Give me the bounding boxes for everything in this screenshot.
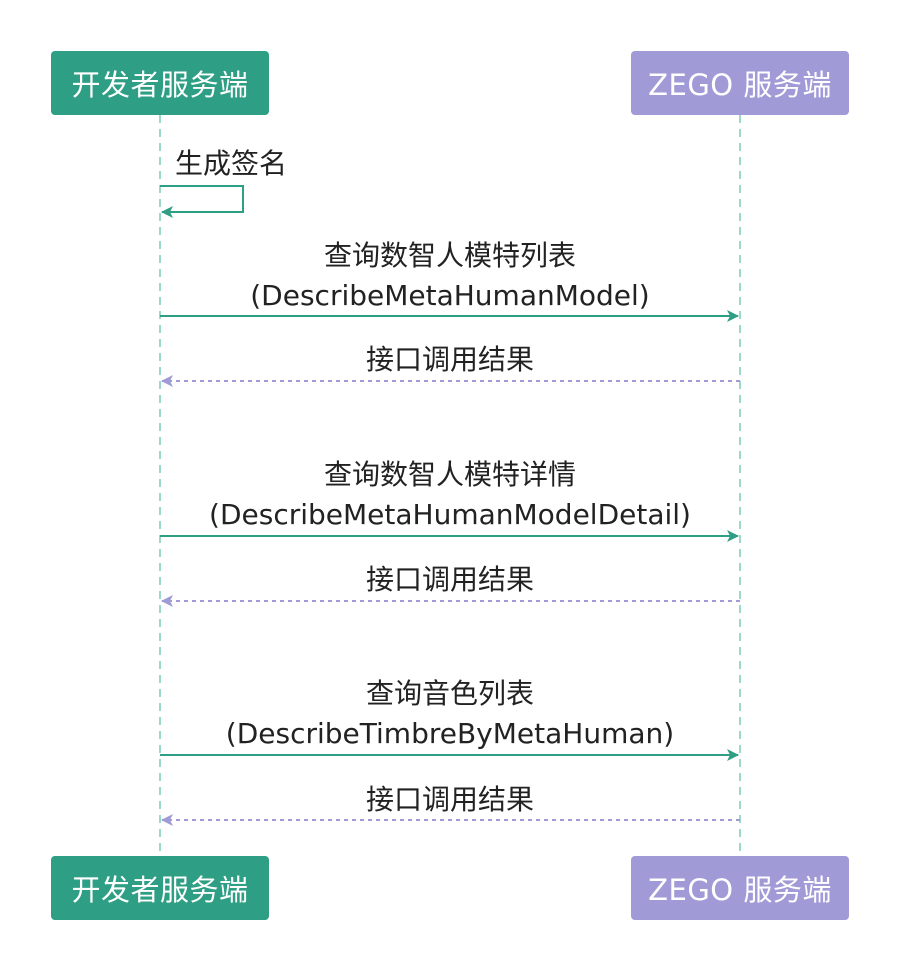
actor-zego-label: ZEGO 服务端 <box>648 68 832 102</box>
call3-label-line2: (DescribeTimbreByMetaHuman) <box>225 717 675 750</box>
call3-label-line1: 查询音色列表 <box>365 677 534 710</box>
resp1-label: 接口调用结果 <box>365 343 534 376</box>
call2-label-line2: (DescribeMetaHumanModelDetail) <box>209 498 691 531</box>
self-sign-label: 生成签名 <box>175 147 288 180</box>
call1-label-line1: 查询数智人模特列表 <box>323 239 576 272</box>
actor-developer-top: 开发者服务端 <box>51 51 269 115</box>
actor-developer-label: 开发者服务端 <box>71 68 249 102</box>
actor-developer-bottom: 开发者服务端 <box>51 856 269 920</box>
call2-label-line1: 查询数智人模特详情 <box>323 458 576 491</box>
resp3-label: 接口调用结果 <box>365 783 534 816</box>
call1-label-line2: (DescribeMetaHumanModel) <box>250 279 650 312</box>
self-sign-arrow <box>160 185 244 218</box>
actor-zego-top: ZEGO 服务端 <box>631 51 849 115</box>
actor-zego-bottom: ZEGO 服务端 <box>631 856 849 920</box>
actor-zego-label: ZEGO 服务端 <box>648 873 832 907</box>
resp2-label: 接口调用结果 <box>365 563 534 596</box>
actor-developer-label: 开发者服务端 <box>71 873 249 907</box>
